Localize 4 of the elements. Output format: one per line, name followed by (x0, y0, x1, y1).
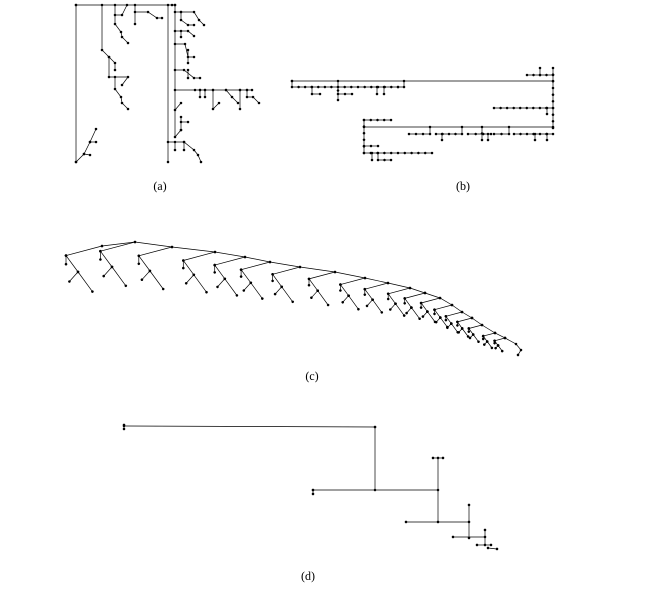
panel-label: (b) (456, 182, 470, 192)
panel-label: (a) (154, 182, 166, 192)
panel-label: (c) (306, 372, 318, 382)
panel-label: (d) (302, 572, 314, 582)
